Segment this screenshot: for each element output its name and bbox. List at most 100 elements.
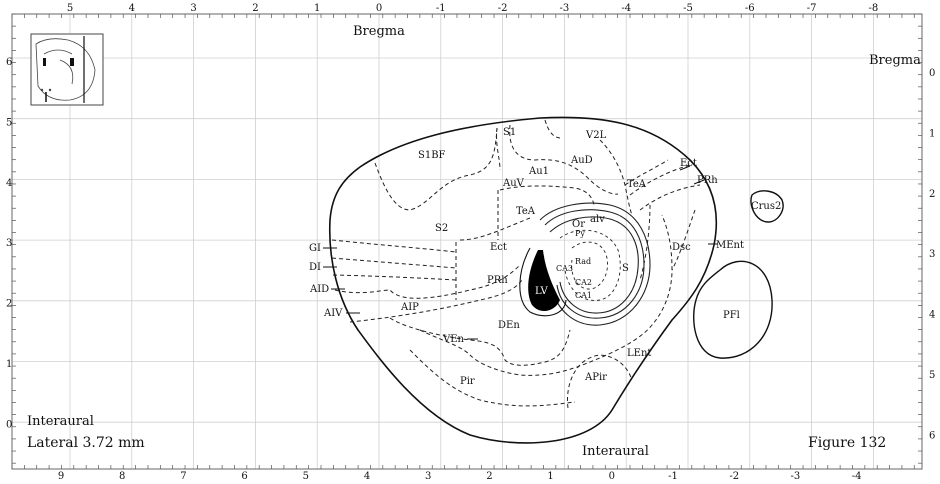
bottom-tick-label: 1 [547, 471, 553, 482]
label-ca1: CA1 [575, 291, 592, 300]
bottom-tick-label: 2 [486, 471, 492, 482]
left-tick-label: 1 [6, 359, 12, 370]
right-tick-label: 4 [929, 310, 935, 321]
interaural-bottom-label: Interaural [582, 444, 649, 459]
top-tick-label: 2 [252, 3, 258, 14]
bottom-tick-label: -4 [852, 471, 862, 482]
label-s1bf: S1BF [418, 150, 446, 161]
bottom-tick-label: 5 [303, 471, 309, 482]
label-v2l: V2L [585, 130, 607, 141]
hippocampus-inner [559, 229, 621, 301]
leader-lines [323, 165, 718, 340]
right-tick-label: 2 [929, 189, 935, 200]
label-ca3: CA3 [556, 264, 573, 273]
bottom-tick-label: 6 [241, 471, 247, 482]
label-tea-left: TeA [516, 206, 536, 217]
top-tick-label: -4 [621, 3, 631, 14]
label-ment: MEnt [716, 240, 744, 251]
label-apir: APir [584, 372, 607, 383]
left-tick-label: 6 [6, 57, 12, 68]
bottom-tick-label: -3 [791, 471, 801, 482]
lv-outline [519, 247, 567, 317]
left-tick-label: 3 [6, 238, 12, 249]
label-prh-mid: PRh [487, 275, 508, 286]
top-tick-label: 4 [129, 3, 135, 14]
hippocampus [539, 202, 651, 326]
left-tick-label: 4 [6, 178, 12, 189]
top-tick-label: -7 [807, 3, 817, 14]
top-tick-label: -6 [745, 3, 755, 14]
label-au1: Au1 [528, 166, 549, 177]
top-tick-label: 1 [314, 3, 320, 14]
top-tick-label: -2 [498, 3, 508, 14]
top-tick-label: -3 [560, 3, 570, 14]
label-s2: S2 [435, 223, 448, 234]
label-aiv: AIV [323, 308, 343, 319]
bottom-tick-label: 4 [364, 471, 370, 482]
label-pfl: PFl [723, 310, 740, 321]
region-boundaries [331, 119, 701, 409]
label-aud: AuD [570, 155, 593, 166]
label-auv: AuV [502, 178, 525, 189]
thumbnail-inset [30, 33, 104, 106]
bottom-tick-label: -2 [729, 471, 739, 482]
bottom-tick-label: 9 [58, 471, 64, 482]
bottom-tick-label: 8 [119, 471, 125, 482]
label-ect-top: Ect [680, 158, 697, 169]
right-tick-label: 3 [929, 249, 935, 260]
bregma-top-label: Bregma [353, 24, 405, 39]
plot-frame [11, 13, 923, 470]
label-crus2: Crus2 [751, 201, 781, 212]
right-tick-label: 0 [929, 68, 935, 79]
top-tick-label: 5 [67, 3, 73, 14]
label-gi: GI [309, 243, 321, 254]
right-tick-label: 5 [929, 370, 935, 381]
axis-ticks: 5 4 3 2 1 0 -1 -2 -3 -4 -5 -6 -7 -8 9 8 7 6 5 4 3 2 1 0 -1 -2 -3 -4… [6, 3, 935, 482]
pfl-outline [693, 260, 773, 359]
top-tick-label: 0 [376, 3, 382, 14]
top-tick-label: -1 [436, 3, 446, 14]
top-tick-label: 3 [190, 3, 196, 14]
left-tick-label: 0 [6, 419, 12, 430]
label-s: S [622, 263, 629, 274]
lateral-ventricle [528, 250, 560, 312]
label-s1: S1 [503, 127, 516, 138]
top-tick-label: -8 [869, 3, 879, 14]
label-di: DI [309, 262, 321, 273]
label-aid: AID [309, 284, 329, 295]
figure-number: Figure 132 [808, 435, 886, 451]
label-den: DEn [498, 320, 520, 331]
crus2-outline [750, 190, 784, 223]
label-py: Py [575, 229, 585, 238]
left-tick-label: 2 [6, 299, 12, 310]
label-lv: LV [535, 286, 548, 297]
label-ca2: CA2 [575, 278, 592, 287]
bottom-tick-label: 7 [180, 471, 186, 482]
label-rad: Rad [575, 257, 591, 266]
label-dsc: Dsc [672, 242, 691, 253]
bottom-tick-label: 0 [609, 471, 615, 482]
label-aip: AIP [400, 302, 419, 313]
grid [12, 14, 922, 469]
label-lent: LEnt [627, 348, 651, 359]
label-prh-top: PRh [697, 175, 718, 186]
right-tick-label: 1 [929, 128, 935, 139]
bottom-tick-label: -1 [668, 471, 678, 482]
interaural-left-label: Interaural [27, 414, 94, 429]
label-tea-right: TeA [627, 179, 647, 190]
top-tick-label: -5 [683, 3, 693, 14]
label-or: Or [572, 219, 585, 230]
label-ect-mid: Ect [490, 242, 507, 253]
label-pir: Pir [460, 376, 475, 387]
right-tick-label: 6 [929, 430, 935, 441]
label-ven: VEn [442, 334, 465, 345]
bregma-right-label: Bregma [869, 53, 921, 68]
region-labels: S1 V2L S1BF AuD Ect Au1 PRh AuV TeA TeA … [309, 127, 781, 387]
label-alv: alv [590, 214, 605, 225]
brain-outline [328, 116, 718, 444]
left-tick-label: 5 [6, 117, 12, 128]
bottom-tick-label: 3 [425, 471, 431, 482]
lateral-label: Lateral 3.72 mm [27, 435, 145, 451]
